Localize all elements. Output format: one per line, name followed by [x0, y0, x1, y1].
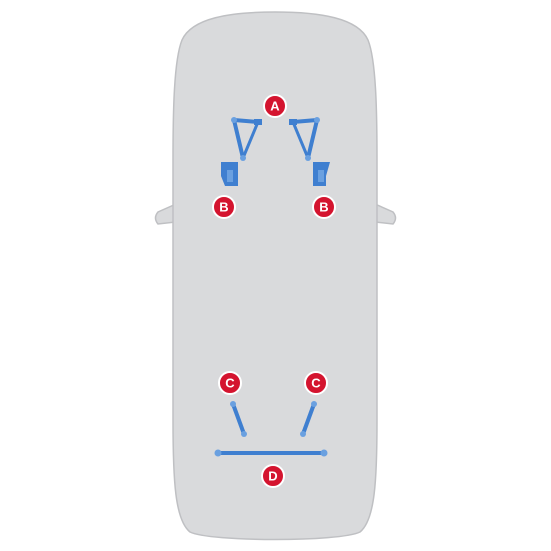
marker-b-left-label: B	[219, 200, 228, 215]
rear-stabilizer-bar	[214, 449, 328, 457]
marker-d: D	[261, 464, 285, 488]
car-body	[172, 11, 378, 541]
marker-d-label: D	[268, 469, 277, 484]
marker-b-right-label: B	[319, 200, 328, 215]
marker-a-label: A	[270, 99, 280, 114]
front-upper-arm-left	[231, 117, 262, 161]
marker-b-right: B	[312, 195, 336, 219]
rear-link-left	[230, 401, 247, 437]
marker-c-right: C	[304, 371, 328, 395]
marker-c-left-label: C	[225, 376, 235, 391]
front-upper-arm-right	[289, 117, 320, 161]
marker-b-left: B	[212, 195, 236, 219]
marker-c-right-label: C	[311, 376, 321, 391]
rear-link-right	[300, 401, 317, 437]
front-bracket-right	[313, 162, 330, 186]
right-mirror	[374, 202, 397, 225]
marker-c-left: C	[218, 371, 242, 395]
front-bracket-left	[221, 162, 238, 186]
marker-a: A	[263, 94, 287, 118]
left-mirror	[154, 202, 177, 225]
